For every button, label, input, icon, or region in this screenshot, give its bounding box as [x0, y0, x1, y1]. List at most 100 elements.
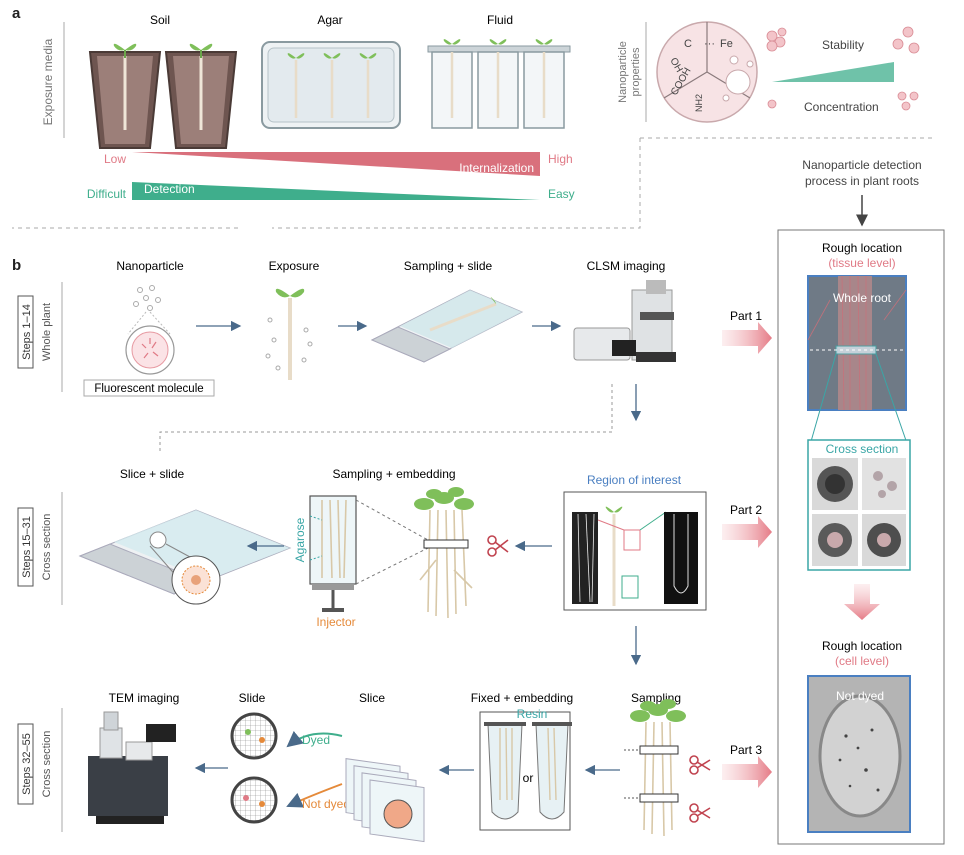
row1-label: Steps 1–14 Whole plant — [17, 282, 63, 392]
injector-label: Injector — [316, 615, 355, 629]
concentration-label: Concentration — [804, 100, 879, 114]
zoom-line-right — [875, 353, 911, 453]
cross-section-images — [807, 439, 911, 571]
down-pink-arrow — [844, 584, 880, 620]
tem-title: TEM imaging — [109, 691, 180, 705]
sampling-slide-illustration — [370, 289, 524, 363]
soil-pots-illustration — [88, 43, 238, 149]
chem-nh2: NH2 — [694, 94, 704, 112]
exposure-media-axis-label: Exposure media — [41, 38, 55, 125]
slide-title: Slide — [239, 691, 266, 705]
stability-label: Stability — [822, 38, 864, 52]
panel-a-label: a — [12, 5, 21, 22]
dyed-label: Dyed — [302, 733, 330, 747]
grid-slides — [230, 712, 278, 824]
roi-title: Region of interest — [587, 473, 682, 487]
internalization-high-label: High — [548, 152, 573, 166]
slice-slide-title: Slice + slide — [120, 467, 185, 481]
whole-root-label: Whole root — [833, 291, 892, 305]
part1-arrow — [722, 322, 772, 354]
fluorescent-label-box — [83, 379, 215, 397]
rough-location-1: Rough location — [822, 241, 902, 255]
agarose-column — [309, 495, 357, 612]
exposure-seedling — [265, 288, 313, 380]
part2-label: Part 2 — [730, 503, 762, 517]
sampling-slide-title: Sampling + slide — [404, 259, 493, 273]
dashed-return-path — [159, 384, 613, 452]
scissors-icon-upper — [689, 755, 711, 775]
part3-arrow — [722, 756, 772, 788]
svg-text:Steps 1–14: Steps 1–14 — [21, 304, 33, 360]
whole-root-image — [807, 275, 907, 411]
chem-fe: Fe — [720, 38, 733, 50]
tem-cell-image — [807, 675, 911, 833]
svg-text:Whole plant: Whole plant — [41, 303, 53, 361]
tissue-level: (tissue level) — [828, 256, 895, 270]
slice-stack — [345, 758, 425, 843]
internalization-label: Internalization — [459, 161, 534, 175]
not-dyed-image-label: Not dyed — [836, 689, 884, 703]
svg-text:Steps 15–31: Steps 15–31 — [21, 516, 33, 578]
agarose-label: Agarose — [293, 517, 307, 562]
resin-embedding-illustration — [479, 711, 572, 831]
fixed-embedding-title: Fixed + embedding — [471, 691, 573, 705]
scissors-icon — [487, 535, 509, 557]
cell-level: (cell level) — [835, 654, 889, 668]
media-fluid-label: Fluid — [487, 13, 513, 27]
exposure-title: Exposure — [269, 259, 320, 273]
detection-low-label: Difficult — [87, 187, 127, 201]
panel-b-label: b — [12, 257, 21, 274]
clsm-title: CLSM imaging — [587, 259, 666, 273]
np-property-circle — [656, 21, 758, 123]
internalization-low-label: Low — [104, 152, 126, 166]
plant-embedding-illustration — [414, 487, 474, 619]
rough-location-2: Rough location — [822, 639, 902, 653]
not-dyed-arrow — [286, 783, 343, 808]
media-agar-label: Agar — [317, 13, 342, 27]
tem-instrument-illustration — [88, 711, 176, 824]
section-divider — [12, 137, 932, 229]
stability-particles — [766, 26, 920, 111]
dyed-arrow — [286, 730, 343, 748]
agar-plate-illustration — [261, 41, 401, 129]
detection-high-label: Easy — [548, 187, 575, 201]
svg-text:Steps 32–55: Steps 32–55 — [21, 733, 33, 795]
part2-arrow — [722, 516, 772, 548]
svg-text:Cross section: Cross section — [41, 514, 53, 581]
sampling-embedding-title: Sampling + embedding — [332, 467, 455, 481]
clsm-microscope-illustration — [573, 280, 676, 362]
roi-panel — [563, 491, 707, 611]
internalization-wedge — [132, 152, 540, 176]
chem-c: C — [684, 38, 692, 50]
slice-slide-illustration — [78, 509, 292, 605]
fluid-tubes-illustration — [427, 39, 571, 129]
svg-text:Cross section: Cross section — [41, 731, 53, 798]
zoom-line-left — [807, 353, 837, 453]
row3-label: Steps 32–55 Cross section — [17, 708, 63, 832]
chem-dots: ··· — [704, 38, 715, 50]
detection-process-line2: process in plant roots — [805, 174, 919, 188]
detection-wedge — [132, 182, 540, 200]
np-gradient-wedge — [772, 62, 894, 82]
part3-label: Part 3 — [730, 743, 762, 757]
scissors-icon-lower — [689, 803, 711, 823]
detection-label: Detection — [144, 182, 195, 196]
nanoparticle-title: Nanoparticle — [116, 259, 184, 273]
np-properties-label-line1: Nanoparticle — [617, 41, 629, 103]
row2-label: Steps 15–31 Cross section — [17, 492, 63, 605]
nanoparticle-illustration — [125, 285, 175, 375]
dashed-link-lower — [355, 547, 429, 585]
dashed-link-upper — [355, 499, 429, 541]
np-properties-label-line2: properties — [630, 47, 642, 96]
fluorescent-molecule-label: Fluorescent molecule — [94, 383, 203, 395]
sampling-plant-illustration — [624, 699, 686, 837]
resin-label: Resin — [517, 707, 548, 721]
slice-title: Slice — [359, 691, 385, 705]
or-label: or — [523, 771, 534, 785]
part1-label: Part 1 — [730, 309, 762, 323]
detection-process-line1: Nanoparticle detection — [802, 158, 921, 172]
media-soil-label: Soil — [150, 13, 170, 27]
not-dyed-label: Not dyed — [302, 797, 350, 811]
cross-section-label: Cross section — [826, 442, 899, 456]
